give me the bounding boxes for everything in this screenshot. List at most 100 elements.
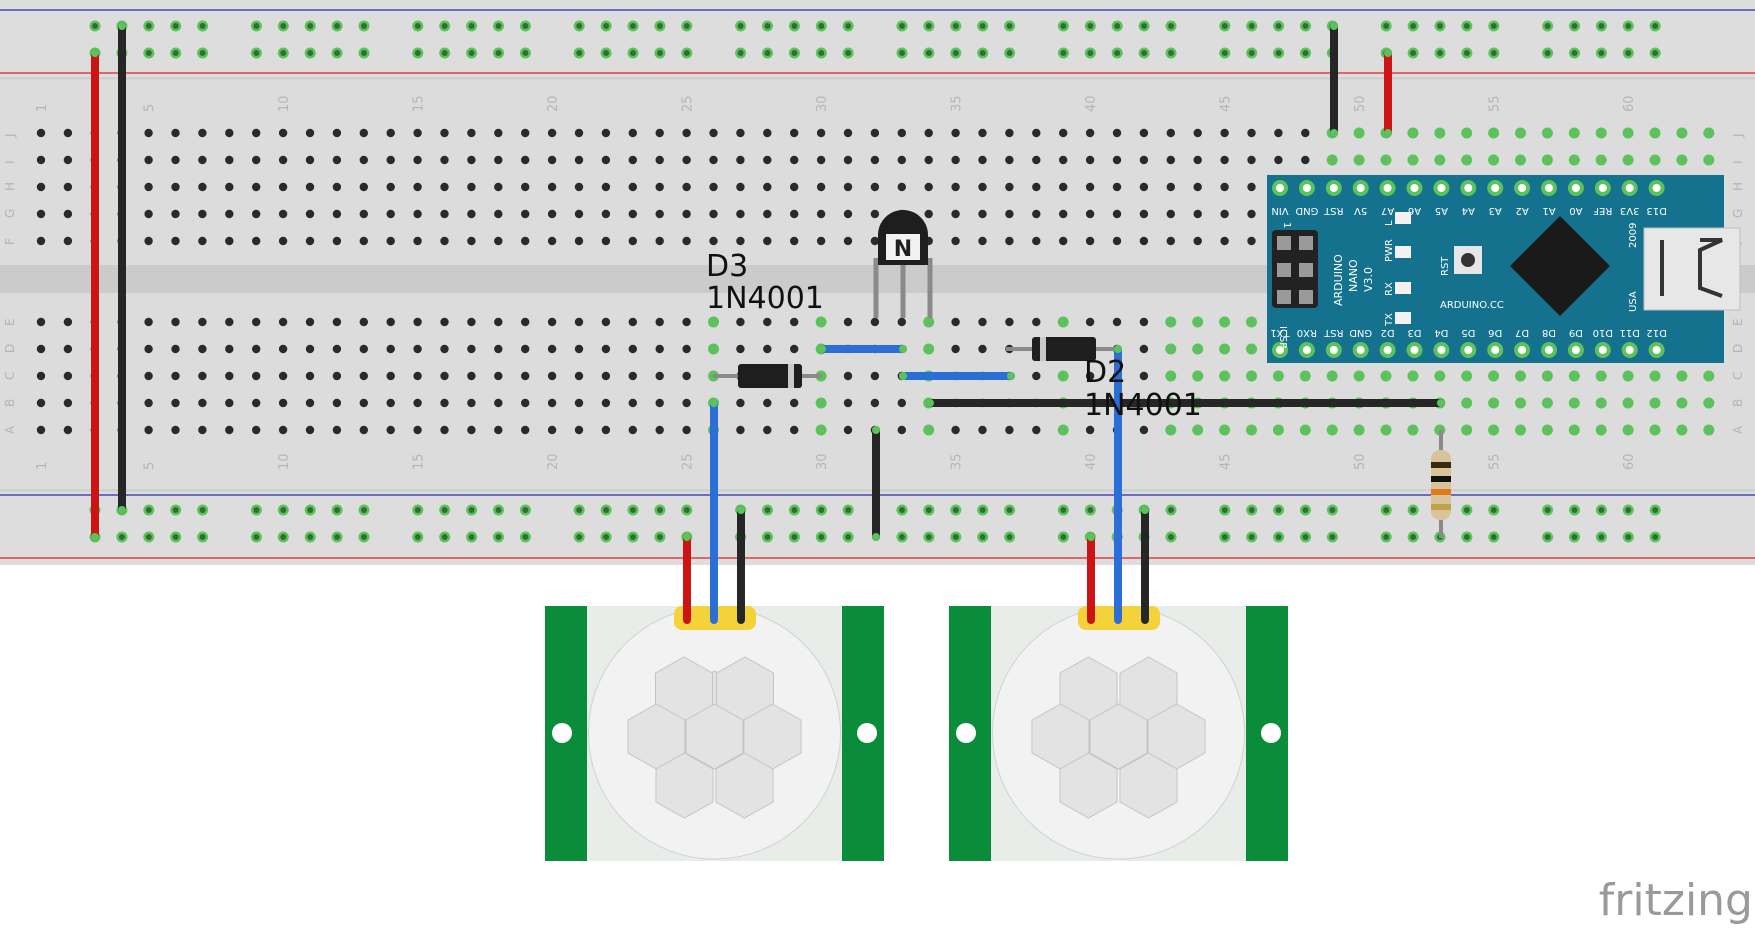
row-letter: B <box>1731 399 1745 407</box>
breadboard-hole <box>278 182 288 192</box>
rail-hole-center <box>1571 50 1578 56</box>
breadboard-hole <box>763 236 772 246</box>
nano-pin-center <box>1437 184 1446 192</box>
nano-bottom-pin-label: D10 <box>1593 327 1613 338</box>
column-number: 25 <box>681 453 696 470</box>
breadboard-hole <box>870 371 880 381</box>
breadboard-hole <box>144 344 153 354</box>
nano-top-pin-label: 5V <box>1354 205 1367 216</box>
breadboard-hole <box>359 344 368 354</box>
breadboard-hole <box>305 128 315 138</box>
rail-hole-center <box>522 50 529 56</box>
rail-hole-center <box>764 23 771 29</box>
nano-top-pin-label: VIN <box>1271 205 1288 216</box>
rail-hole-center <box>1006 23 1013 29</box>
nano-top-pin-label: A5 <box>1435 205 1448 216</box>
rail-hole-center <box>899 23 905 29</box>
breadboard-hole <box>815 424 827 436</box>
rail-hole-center <box>172 534 179 540</box>
breadboard-hole <box>897 398 906 408</box>
breadboard-hole <box>1005 155 1014 165</box>
rail-hole-center <box>1275 50 1282 56</box>
breadboard-hole <box>63 344 73 354</box>
column-number: 35 <box>950 95 965 112</box>
rail-hole-center <box>414 50 421 56</box>
breadboard-hole <box>467 344 476 354</box>
nano-pin-center <box>1598 184 1607 192</box>
breadboard-hole <box>1247 128 1256 138</box>
mounting-hole-right <box>857 723 877 743</box>
breadboard-hole <box>171 209 180 219</box>
rail-hole-center <box>737 23 744 29</box>
usb-connector <box>1643 227 1741 311</box>
breadboard-hole <box>332 371 342 381</box>
rail-hole-center <box>199 534 206 540</box>
nano-pin-center <box>1356 184 1365 192</box>
row-letter: G <box>1731 209 1745 218</box>
nano-pin-center <box>1383 346 1392 354</box>
breadboard-hole <box>815 316 827 328</box>
breadboard-hole <box>628 128 637 138</box>
nano-bottom-pin-label: D8 <box>1542 327 1556 338</box>
breadboard-hole <box>978 317 987 327</box>
rail-hole-center <box>1087 50 1094 56</box>
breadboard-hole <box>1274 128 1283 138</box>
breadboard-hole <box>1272 424 1284 436</box>
rail-hole-center <box>468 507 475 513</box>
nano-pin-center <box>1464 346 1473 354</box>
breadboard-hole <box>682 317 691 327</box>
breadboard-hole <box>386 209 395 219</box>
column-number: 35 <box>950 453 965 470</box>
breadboard-hole <box>1703 424 1715 436</box>
rail-hole-center <box>1248 507 1255 513</box>
breadboard-hole <box>655 236 664 246</box>
rail-hole-center <box>1437 23 1443 29</box>
nano-bottom-pin-label: D6 <box>1488 327 1502 338</box>
breadboard-hole <box>736 128 745 138</box>
breadboard-hole <box>144 236 153 246</box>
column-number: 50 <box>1353 95 1368 112</box>
breadboard-hole <box>1541 397 1553 409</box>
breadboard-hole <box>763 398 772 408</box>
rail-hole-center <box>361 50 367 56</box>
breadboard-hole <box>951 344 960 354</box>
column-number: 1 <box>35 104 50 112</box>
breadboard-hole <box>278 155 288 165</box>
rail-hole-center <box>441 507 448 513</box>
breadboard-hole <box>1434 370 1446 382</box>
rail-hole-center <box>1490 507 1497 513</box>
mounting-hole-left <box>552 723 572 743</box>
nano-top-pin-label: A3 <box>1489 205 1502 216</box>
breadboard-hole <box>1193 236 1202 246</box>
breadboard-hole <box>386 182 395 192</box>
breadboard-hole <box>1166 128 1176 138</box>
breadboard-hole <box>36 425 46 435</box>
breadboard-hole <box>305 317 315 327</box>
breadboard-hole <box>1353 424 1365 436</box>
breadboard-hole <box>252 209 261 219</box>
breadboard-hole <box>467 155 476 165</box>
nano-pin-center <box>1652 184 1661 192</box>
row-letter: E <box>1731 318 1745 326</box>
breadboard-hole <box>708 316 719 328</box>
breadboard-hole <box>1059 128 1068 138</box>
breadboard-hole <box>305 398 315 408</box>
rail-hole-center <box>280 534 287 540</box>
breadboard-hole <box>521 128 530 138</box>
breadboard-hole <box>494 425 503 435</box>
breadboard-hole <box>359 236 368 246</box>
breadboard-hole <box>386 128 395 138</box>
breadboard-hole <box>1085 317 1095 327</box>
rail-hole-center <box>1625 534 1632 540</box>
breadboard-hole <box>521 317 530 327</box>
rail-hole-center <box>845 23 852 29</box>
breadboard-hole <box>1461 397 1473 409</box>
breadboard-hole <box>413 182 422 192</box>
breadboard-hole <box>574 398 584 408</box>
breadboard-hole <box>1515 154 1526 166</box>
breadboard-hole <box>198 182 207 192</box>
diode-d3-band <box>788 364 794 388</box>
breadboard-hole <box>252 398 261 408</box>
breadboard-hole <box>36 344 46 354</box>
breadboard-hole <box>1220 155 1229 165</box>
